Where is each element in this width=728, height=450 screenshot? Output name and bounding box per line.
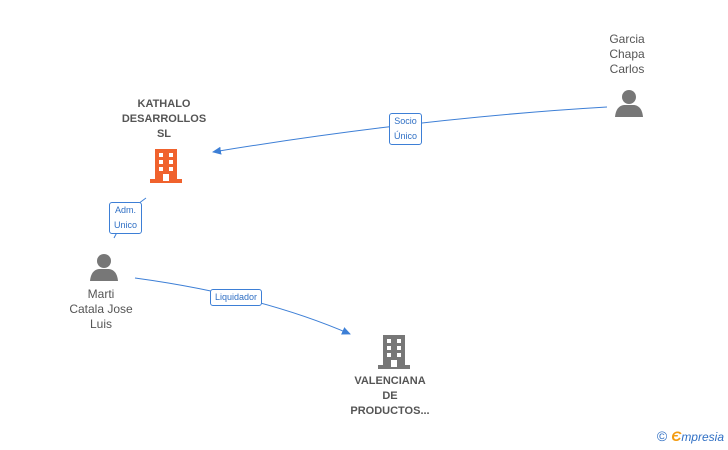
edge-badge-liquidador[interactable]: Liquidador bbox=[210, 289, 263, 306]
node-label-line: DE bbox=[382, 390, 398, 402]
edge-liquidador bbox=[134, 277, 351, 335]
node-label-line: PRODUCTOS... bbox=[350, 405, 430, 417]
copyright-symbol: © bbox=[656, 428, 668, 444]
building-icon[interactable] bbox=[150, 149, 182, 183]
brand-name: mpresia bbox=[681, 430, 724, 444]
node-label-line: DESARROLLOS bbox=[121, 113, 207, 125]
node-label-line: Marti bbox=[87, 287, 115, 301]
node-label-line: VALENCIANA bbox=[354, 375, 426, 387]
building-icon[interactable] bbox=[378, 335, 410, 369]
brand-logo-e: Є bbox=[671, 428, 682, 444]
edge-badge-line: Unico bbox=[114, 220, 138, 230]
node-label-line: Chapa bbox=[609, 47, 645, 61]
node-label-line: Carlos bbox=[609, 62, 645, 76]
node-label-line: Luis bbox=[89, 317, 112, 331]
node-label-line: KATHALO bbox=[137, 98, 191, 110]
edge-badge-line: Adm. bbox=[115, 205, 137, 215]
edge-badge-line: Único bbox=[394, 131, 418, 141]
edge-badge-line: Socio bbox=[394, 116, 417, 126]
node-label-kathalo[interactable]: KATHALO DESARROLLOS SL bbox=[112, 97, 216, 142]
node-label-valenciana[interactable]: VALENCIANA DE PRODUCTOS... bbox=[338, 374, 442, 419]
node-label-garcia[interactable]: Garcia Chapa Carlos bbox=[596, 32, 658, 77]
node-label-marti[interactable]: Marti Catala Jose Luis bbox=[56, 287, 146, 332]
edge-badge-adm-unico[interactable]: Adm. Unico bbox=[109, 202, 143, 234]
node-label-line: SL bbox=[156, 128, 172, 140]
edge-badge-socio-unico[interactable]: Socio Único bbox=[389, 113, 423, 145]
node-label-line: Catala Jose bbox=[69, 302, 133, 316]
brand-watermark: ©Єmpresia bbox=[657, 428, 724, 444]
person-icon[interactable] bbox=[89, 252, 119, 282]
edge-badge-line: Liquidador bbox=[215, 292, 258, 302]
node-label-line: Garcia bbox=[609, 32, 645, 46]
person-icon[interactable] bbox=[614, 88, 644, 118]
